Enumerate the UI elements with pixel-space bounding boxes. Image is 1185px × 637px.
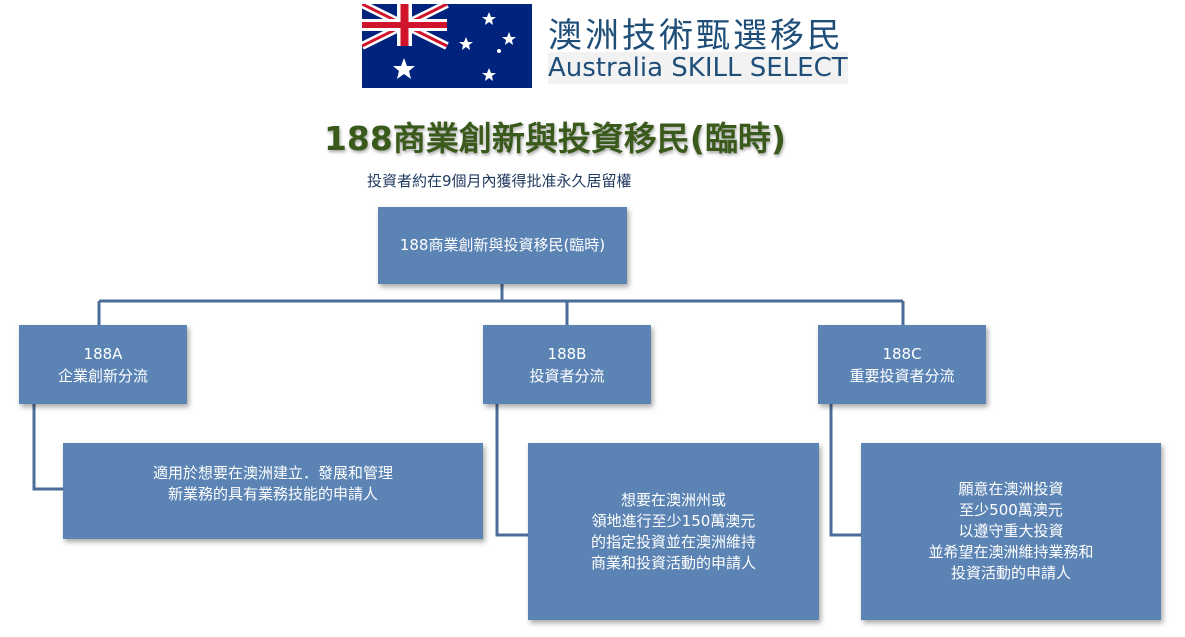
stream-code: 188A (83, 344, 123, 363)
description-line: 以遵守重大投資 (958, 522, 1064, 540)
stream-node-188b: 188B 投資者分流 (483, 325, 651, 404)
description-node-188a: 適用於想要在澳洲建立．發展和管理 新業務的具有業務技能的申請人 (63, 443, 483, 539)
description-line: 領地進行至少150萬澳元 (591, 511, 756, 530)
description-node-188c: 願意在澳洲投資 至少500萬澳元 以遵守重大投資 並希望在澳洲維持業務和 投資活… (861, 443, 1161, 620)
root-node-label: 188商業創新與投資移民(臨時) (399, 236, 606, 254)
description-line: 願意在澳洲投資 (958, 480, 1064, 498)
connector-elbow-188a (32, 404, 63, 491)
stream-name: 企業創新分流 (57, 366, 148, 385)
stream-code: 188B (547, 344, 587, 363)
header-title-cn: 澳洲技術甄選移民 (548, 16, 844, 56)
description-line: 適用於想要在澳洲建立．發展和管理 (152, 464, 393, 482)
australian-flag-icon (362, 4, 532, 88)
description-line: 商業和投資活動的申請人 (590, 553, 756, 572)
root-node: 188商業創新與投資移民(臨時) (378, 207, 627, 284)
description-node-188b: 想要在澳洲州或 領地進行至少150萬澳元 的指定投資並在澳洲維持 商業和投資活動… (528, 443, 819, 620)
description-line: 並希望在澳洲維持業務和 (928, 543, 1094, 561)
connector-elbow-188c (829, 404, 861, 537)
page-subtitle: 投資者約在9個月內獲得批准永久居留權 (367, 172, 632, 190)
description-line: 至少500萬澳元 (959, 501, 1063, 519)
stream-name: 重要投資者分流 (849, 366, 955, 385)
connector-elbow-188b (495, 404, 528, 537)
stream-code: 188C (882, 344, 922, 363)
stream-name: 投資者分流 (529, 366, 605, 385)
description-line: 想要在澳洲州或 (620, 490, 726, 509)
description-line: 的指定投資並在澳洲維持 (590, 532, 756, 551)
stream-node-188a: 188A 企業創新分流 (19, 325, 187, 404)
description-line: 新業務的具有業務技能的申請人 (167, 485, 378, 503)
page-title: 188商業創新與投資移民(臨時) (323, 119, 787, 158)
description-line: 投資活動的申請人 (950, 564, 1071, 582)
stream-node-188c: 188C 重要投資者分流 (818, 325, 986, 404)
header-title-en: Australia SKILL SELECT (548, 52, 848, 84)
